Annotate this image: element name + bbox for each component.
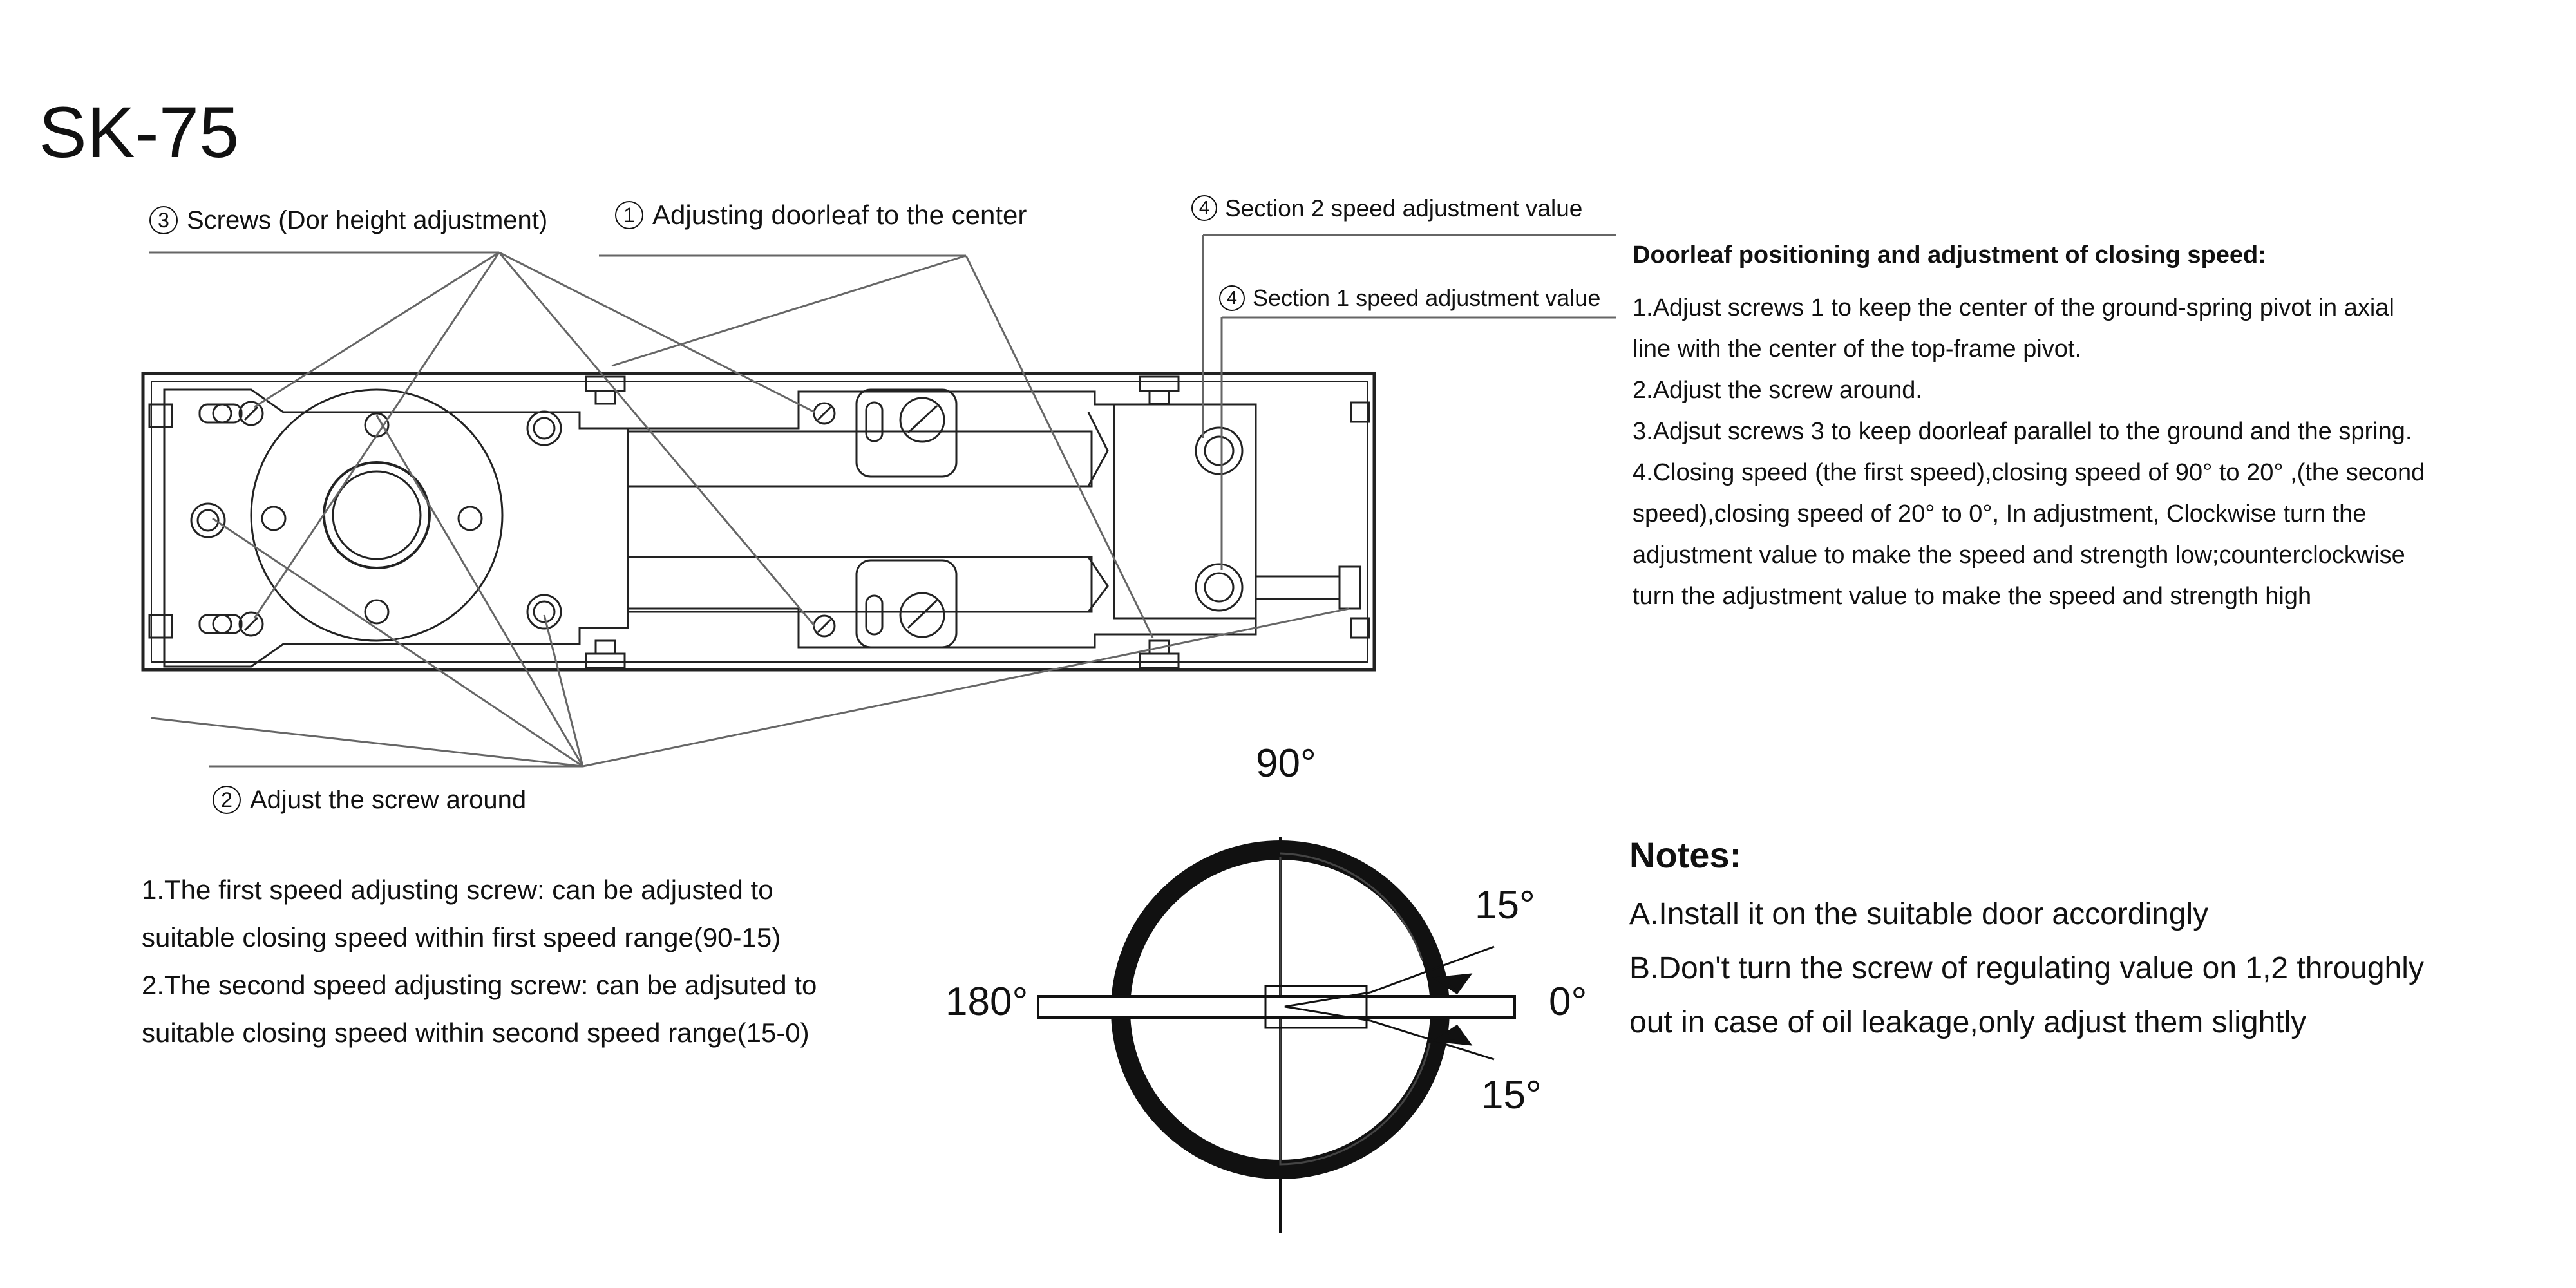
- note-line: B.Don't turn the screw of regulating val…: [1629, 951, 2424, 985]
- notes-block: Notes: A.Install it on the suitable door…: [1629, 834, 2563, 1050]
- adjuster-screw-icon: [899, 592, 945, 638]
- adjuster-screw-icon: [899, 397, 945, 443]
- speed-valve-2-icon: [1195, 426, 1244, 475]
- speed-note-line: suitable closing speed within second spe…: [142, 1018, 810, 1048]
- screw-icon: [238, 611, 264, 637]
- pivot-disc: [250, 388, 504, 642]
- callout-number: 3: [149, 206, 178, 234]
- callout-number: 1: [615, 201, 643, 229]
- angle-dial: [1037, 837, 1516, 1233]
- callout-center-adjust: 1 Adjusting doorleaf to the center: [615, 201, 1027, 229]
- arrow-down-icon: [1432, 973, 1473, 995]
- angle-label-0: 0°: [1549, 980, 1587, 1024]
- angle-label-15-lower: 15°: [1481, 1073, 1542, 1117]
- instruction-line: adjustment value to make the speed and s…: [1633, 542, 2405, 569]
- callout-adjust-around: 2 Adjust the screw around: [213, 786, 526, 814]
- instruction-line: speed),closing speed of 20° to 0°, In ad…: [1633, 500, 2367, 527]
- instructions-heading: Doorleaf positioning and adjustment of c…: [1633, 242, 2266, 269]
- instruction-line: turn the adjustment value to make the sp…: [1633, 583, 2312, 610]
- speed-note-line: 2.The second speed adjusting screw: can …: [142, 970, 817, 1000]
- callout-label: Screws (Dor height adjustment): [187, 206, 548, 234]
- screw-icon: [238, 401, 264, 426]
- callout-section1-speed: 4 Section 1 speed adjustment value: [1219, 285, 1600, 311]
- callout-section2-speed: 4 Section 2 speed adjustment value: [1191, 195, 1582, 221]
- leader-lines: [149, 234, 1616, 768]
- callout-label: Adjusting doorleaf to the center: [652, 200, 1027, 230]
- callout-screws-height: 3 Screws (Dor height adjustment): [149, 206, 547, 234]
- instruction-line: 3.Adjsut screws 3 to keep doorleaf paral…: [1633, 418, 2412, 445]
- note-line: A.Install it on the suitable door accord…: [1629, 897, 2209, 931]
- callout-label: Section 1 speed adjustment value: [1253, 285, 1601, 311]
- instruction-line: line with the center of the top-frame pi…: [1633, 336, 2082, 363]
- note-line: out in case of oil leakage,only adjust t…: [1629, 1005, 2307, 1039]
- angle-label-180: 180°: [945, 980, 1028, 1024]
- speed-note-line: 1.The first speed adjusting screw: can b…: [142, 875, 773, 905]
- speed-valve-1-icon: [1195, 563, 1244, 612]
- callout-number: 2: [213, 786, 241, 814]
- angle-label-15-upper: 15°: [1475, 883, 1535, 927]
- callout-number: 4: [1191, 195, 1217, 221]
- callout-label: Adjust the screw around: [250, 786, 527, 814]
- speed-note-line: suitable closing speed within first spee…: [142, 922, 781, 952]
- body-outer-frame: [141, 372, 1376, 672]
- instruction-line: 4.Closing speed (the first speed),closin…: [1633, 459, 2425, 486]
- callout-number: 4: [1219, 285, 1245, 311]
- notes-heading: Notes:: [1629, 835, 1742, 875]
- instructions-block: Doorleaf positioning and adjustment of c…: [1633, 242, 2566, 617]
- arrow-up-icon: [1432, 1024, 1473, 1046]
- angle-label-90: 90°: [1256, 741, 1316, 786]
- instruction-line: 1.Adjust screws 1 to keep the center of …: [1633, 294, 2394, 321]
- mount-plate: [163, 388, 629, 668]
- callout-label: Section 2 speed adjustment value: [1225, 194, 1583, 222]
- page-title: SK-75: [39, 92, 240, 173]
- instruction-line: 2.Adjust the screw around.: [1633, 377, 1922, 404]
- speed-screw-notes: 1.The first speed adjusting screw: can b…: [142, 866, 914, 1057]
